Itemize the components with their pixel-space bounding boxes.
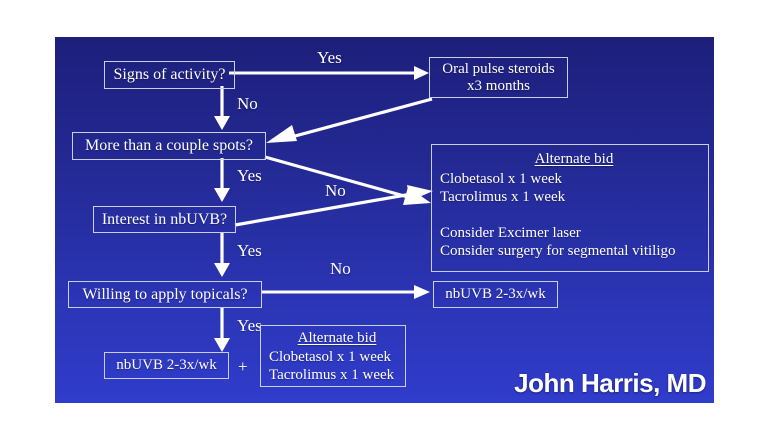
node-nbuvb-bottom-label: nbUVB 2-3x/wk	[116, 357, 217, 374]
node-alternate-bid-right-title: Alternate bid	[534, 151, 614, 167]
node-alternate-bid-bottom[interactable]: Alternate bid Clobetasol x 1 week Tacrol…	[260, 325, 406, 387]
edge-label-no-activity: No	[237, 94, 258, 113]
arrow-activity-to-spots	[211, 86, 233, 132]
arrow-willing-to-nbuvb-bottom	[211, 308, 233, 354]
node-signs-of-activity[interactable]: Signs of activity?	[104, 61, 235, 89]
node-willing-to-apply-topicals[interactable]: Willing to apply topicals?	[68, 281, 262, 308]
node-oral-pulse-steroids-line1: Oral pulse steroids	[442, 60, 555, 77]
arrow-activity-to-steroids	[229, 61, 434, 85]
node-oral-pulse-steroids-line2: x3 months	[467, 77, 530, 94]
plus-sign: +	[238, 357, 248, 376]
arrow-spots-to-interest	[211, 158, 233, 204]
node-alternate-bid-bottom-title: Alternate bid	[297, 330, 377, 346]
node-alternate-bid-right-line4: Consider surgery for segmental vitiligo	[440, 243, 676, 260]
arrow-interest-to-willing	[211, 233, 233, 279]
node-alternate-bid-bottom-line2: Tacrolimus x 1 week	[269, 366, 395, 383]
node-alternate-bid-right-line2: Tacrolimus x 1 week	[440, 188, 566, 205]
slide-canvas: Yes No Yes No Yes No Yes Signs of activi…	[55, 37, 714, 403]
arrow-interest-to-alternate-bid	[234, 185, 435, 229]
node-willing-to-apply-topicals-label: Willing to apply topicals?	[82, 285, 248, 303]
node-nbuvb-bottom[interactable]: nbUVB 2-3x/wk	[104, 352, 229, 379]
arrow-steroids-to-spots	[264, 97, 436, 145]
edge-label-no-topicals: No	[330, 259, 351, 278]
node-alternate-bid-right[interactable]: Alternate bid Clobetasol x 1 week Tacrol…	[431, 144, 709, 272]
node-alternate-bid-right-line3: Consider Excimer laser	[440, 225, 581, 242]
node-more-than-couple-spots-label: More than a couple spots?	[85, 137, 253, 155]
node-interest-in-nbuvb[interactable]: Interest in nbUVB?	[93, 206, 236, 233]
edge-label-no-spots: No	[325, 181, 346, 200]
edge-label-yes-spots: Yes	[237, 166, 262, 185]
node-interest-in-nbuvb-label: Interest in nbUVB?	[101, 210, 228, 228]
node-alternate-bid-bottom-line1: Clobetasol x 1 week	[269, 348, 392, 365]
author-signature: John Harris, MD	[514, 368, 706, 398]
node-more-than-couple-spots[interactable]: More than a couple spots?	[72, 132, 266, 160]
edge-label-yes-topicals: Yes	[237, 316, 262, 335]
node-nbuvb-right-label: nbUVB 2-3x/wk	[445, 286, 546, 303]
edge-label-yes-nbuvb: Yes	[237, 241, 262, 260]
node-oral-pulse-steroids[interactable]: Oral pulse steroids x3 months	[429, 57, 568, 98]
node-nbuvb-right[interactable]: nbUVB 2-3x/wk	[433, 281, 558, 308]
node-signs-of-activity-label: Signs of activity?	[113, 66, 226, 84]
arrow-willing-to-nbuvb	[262, 282, 434, 302]
node-alternate-bid-right-line1: Clobetasol x 1 week	[440, 170, 563, 187]
edge-label-yes-top: Yes	[317, 48, 342, 67]
